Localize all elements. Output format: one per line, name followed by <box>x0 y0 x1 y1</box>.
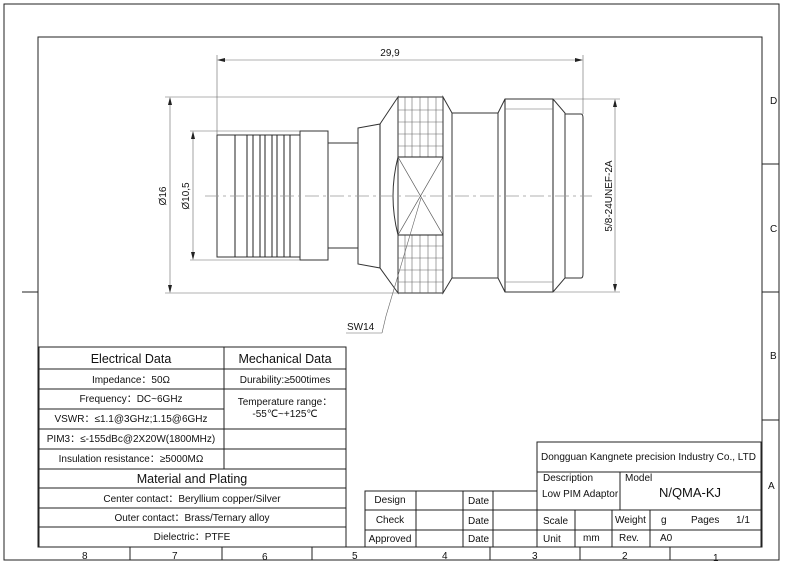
collar <box>299 130 329 261</box>
impedance-spec: Impedance：50Ω <box>92 375 171 386</box>
center-contact-spec: Center contact：Beryllium copper/Silver <box>103 494 281 505</box>
temperature-label: Temperature range： <box>238 397 333 408</box>
pages-value: 1/1 <box>736 515 750 526</box>
weight-value: g <box>661 515 667 526</box>
frequency-spec: Frequency：DC~6GHz <box>79 394 182 405</box>
zone-col-7: 7 <box>172 551 178 562</box>
approval-block: Design Check Approved Date Date Date <box>364 490 538 548</box>
electrical-data-heading: Electrical Data <box>91 352 172 366</box>
zone-col-2: 2 <box>622 551 628 562</box>
durability-spec: Durability:≥500times <box>240 375 331 386</box>
unit-label: Unit <box>543 534 561 545</box>
spec-table: Electrical Data Mechanical Data Impedanc… <box>38 346 347 548</box>
zone-label-d: D <box>770 96 777 107</box>
check-label: Check <box>376 515 405 526</box>
approved-label: Approved <box>369 534 412 545</box>
description-value: Low PIM Adaptor <box>542 489 619 500</box>
wrench-size-label: SW14 <box>347 322 375 333</box>
mechanical-data-heading: Mechanical Data <box>238 352 331 366</box>
company-name: Dongguan Kangnete precision Industry Co.… <box>541 452 756 463</box>
zone-col-8: 8 <box>82 551 88 562</box>
thread-dimension: 5/8-24UNEF-2A <box>604 160 615 231</box>
dimension-lines <box>165 55 620 334</box>
zone-ticks <box>22 163 779 560</box>
design-date-label: Date <box>468 496 490 507</box>
model-value: N/QMA-KJ <box>659 485 721 500</box>
length-dimension: 29,9 <box>380 48 400 59</box>
inner-diameter-dimension: Ø10,5 <box>181 182 192 210</box>
zone-label-c: C <box>770 224 777 235</box>
zone-col-1: 1 <box>713 553 719 564</box>
zone-col-6: 6 <box>262 552 268 563</box>
pim-spec: PIM3：≤-155dBc@2X20W(1800MHz) <box>47 434 215 445</box>
n-nut <box>497 98 566 293</box>
pages-label: Pages <box>691 515 719 526</box>
title-block: Dongguan Kangnete precision Industry Co.… <box>536 441 762 548</box>
zone-col-4: 4 <box>442 551 448 562</box>
vswr-spec: VSWR：≤1.1@3GHz;1.15@6GHz <box>54 414 207 425</box>
description-label: Description <box>543 473 593 484</box>
zone-label-b: B <box>770 351 777 362</box>
connector-drawing: 29,9 Ø16 Ø10,5 5/8-24UNEF-2A SW14 <box>158 48 620 334</box>
rev-label: Rev. <box>619 533 639 544</box>
temperature-value: -55℃~+125℃ <box>252 409 317 420</box>
dielectric-spec: Dielectric：PTFE <box>154 532 231 543</box>
cone <box>357 95 399 295</box>
rev-value: A0 <box>660 533 673 544</box>
zone-label-a: A <box>768 481 775 492</box>
zone-col-5: 5 <box>352 551 358 562</box>
weight-label: Weight <box>615 515 646 526</box>
outer-diameter-dimension: Ø16 <box>158 186 169 205</box>
check-date-label: Date <box>468 516 490 527</box>
approved-date-label: Date <box>468 534 490 545</box>
outer-contact-spec: Outer contact：Brass/Ternary alloy <box>114 513 269 524</box>
insulation-spec: Insulation resistance：≥5000MΩ <box>59 454 204 465</box>
model-label: Model <box>625 473 652 484</box>
design-label: Design <box>374 495 405 506</box>
neck <box>327 142 359 249</box>
unit-value: mm <box>583 533 600 544</box>
sheet-border <box>3 3 780 561</box>
material-heading: Material and Plating <box>137 472 248 486</box>
scale-label: Scale <box>543 516 568 527</box>
zone-col-3: 3 <box>532 551 538 562</box>
n-body <box>451 112 499 279</box>
